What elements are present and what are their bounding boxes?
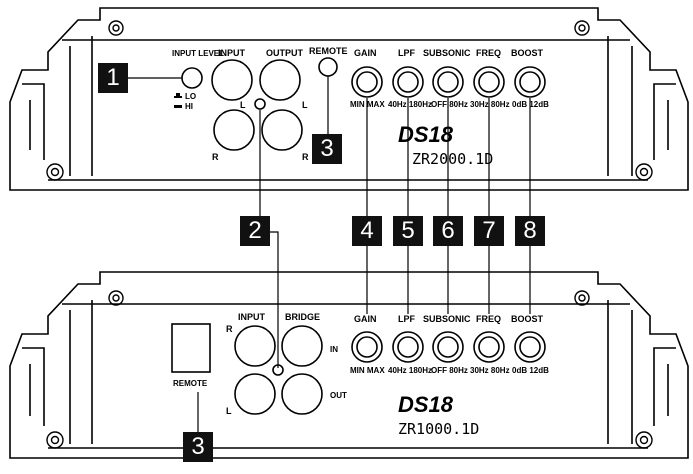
bottom-amp-housing xyxy=(9,271,689,459)
lo-hi-switch-glyphs xyxy=(174,93,182,108)
top-range-lpf: 40Hz 180Hz xyxy=(388,100,432,109)
top-range-freq: 30Hz 80Hz xyxy=(470,100,510,109)
callout-4: 4 xyxy=(352,216,382,246)
top-output-label: OUTPUT xyxy=(266,48,304,58)
top-r-label-2: R xyxy=(302,152,309,162)
bottom-bridge-out-jack xyxy=(281,373,323,415)
top-remote-label: REMOTE xyxy=(309,46,348,56)
bottom-remote-port xyxy=(171,323,211,373)
bottom-out-label: OUT xyxy=(330,391,347,400)
input-level-label: INPUT LEVEL xyxy=(172,49,224,58)
top-model: ZR2000.1D xyxy=(412,150,493,168)
top-subsonic-label: SUBSONIC xyxy=(423,48,471,58)
bottom-remote-label: REMOTE xyxy=(173,379,208,388)
bottom-logo: DS18 xyxy=(398,392,454,417)
bottom-range-gain: MIN MAX xyxy=(350,366,385,375)
bottom-input-label: INPUT xyxy=(238,312,266,322)
top-range-subsonic: OFF 80Hz xyxy=(431,100,468,109)
top-gain-label: GAIN xyxy=(354,48,377,58)
lo-label: LO xyxy=(185,92,196,101)
hi-label: HI xyxy=(185,102,193,111)
bottom-screws xyxy=(46,290,653,449)
callout-7: 7 xyxy=(474,216,504,246)
top-logo: DS18 xyxy=(398,122,454,147)
top-input-l-jack xyxy=(211,59,253,101)
callout-6: 6 xyxy=(433,216,463,246)
top-range-gain: MIN MAX xyxy=(350,100,385,109)
bottom-gain-label: GAIN xyxy=(354,314,377,324)
top-boost-label: BOOST xyxy=(511,48,544,58)
top-output-r-jack xyxy=(261,109,303,151)
bottom-subsonic-label: SUBSONIC xyxy=(423,314,471,324)
input-level-switch xyxy=(181,67,203,89)
top-screws xyxy=(46,20,653,181)
bottom-model: ZR1000.1D xyxy=(398,420,479,438)
bottom-bridge-label: BRIDGE xyxy=(285,312,320,322)
bottom-knobs xyxy=(351,331,546,363)
callout-8: 8 xyxy=(515,216,545,246)
leader-lines xyxy=(128,76,531,432)
callout-5: 5 xyxy=(393,216,423,246)
bottom-range-freq: 30Hz 80Hz xyxy=(470,366,510,375)
bottom-bridge-in-jack xyxy=(281,325,323,367)
top-lpf-label: LPF xyxy=(398,48,416,58)
bottom-l-label: L xyxy=(226,406,232,416)
callout-3-top: 3 xyxy=(312,134,342,164)
callout-1: 1 xyxy=(98,63,128,93)
bottom-boost-label: BOOST xyxy=(511,314,544,324)
callout-3-bottom: 3 xyxy=(183,432,213,462)
top-knobs xyxy=(351,66,546,98)
bottom-range-subsonic: OFF 80Hz xyxy=(431,366,468,375)
top-output-l-jack xyxy=(259,59,301,101)
bottom-freq-label: FREQ xyxy=(476,314,501,324)
top-amp-housing xyxy=(9,7,689,191)
top-range-boost: 0dB 12dB xyxy=(512,100,549,109)
bottom-r-label: R xyxy=(226,324,233,334)
top-l-label-2: L xyxy=(302,100,308,110)
callout-2: 2 xyxy=(240,216,270,246)
bottom-in-label: IN xyxy=(330,345,338,354)
top-freq-label: FREQ xyxy=(476,48,501,58)
bottom-range-lpf: 40Hz 180Hz xyxy=(388,366,432,375)
top-remote-port xyxy=(318,57,338,77)
top-r-label-1: R xyxy=(212,152,219,162)
top-input-label: INPUT xyxy=(218,48,246,58)
bottom-input-l-jack xyxy=(234,373,276,415)
bottom-lpf-label: LPF xyxy=(398,314,416,324)
bottom-jacks xyxy=(171,323,323,415)
bottom-input-r-jack xyxy=(234,325,276,367)
top-input-r-jack xyxy=(213,109,255,151)
bottom-range-boost: 0dB 12dB xyxy=(512,366,549,375)
top-l-label-1: L xyxy=(240,100,246,110)
top-led xyxy=(254,98,266,110)
